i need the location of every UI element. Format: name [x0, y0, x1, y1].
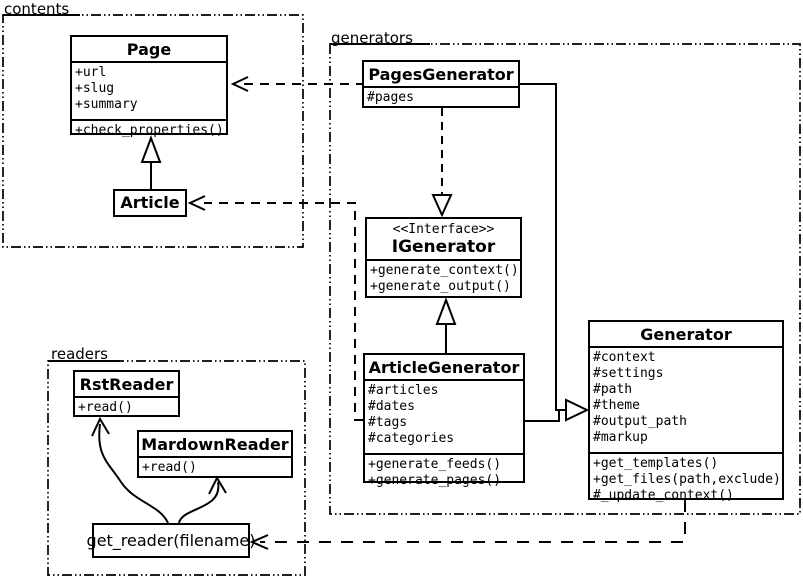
- attribute: #dates: [368, 399, 415, 414]
- function-box-get-reader[interactable]: get_reader(filename): [87, 523, 255, 558]
- package-label-readers: readers: [51, 345, 108, 363]
- attribute: #categories: [368, 431, 455, 446]
- class-generator[interactable]: Generator #context#settings#path#theme#o…: [588, 320, 784, 503]
- attribute: +url: [75, 65, 107, 80]
- class-title: Generator: [640, 325, 732, 344]
- attribute: +slug: [75, 81, 115, 96]
- method: #_update_context(): [593, 488, 734, 503]
- attribute: #context: [593, 350, 656, 365]
- stereotype: <<Interface>>: [392, 222, 495, 237]
- attributes-section: +url+slug+summary: [72, 61, 226, 119]
- class-pagesgenerator[interactable]: PagesGenerator #pages: [362, 60, 520, 108]
- methods-section: +read(): [139, 456, 291, 478]
- class-title: Article: [120, 193, 180, 212]
- methods-section: +read(): [75, 396, 178, 418]
- package-label-generators: generators: [331, 29, 413, 47]
- function-label: get_reader(filename): [86, 531, 256, 550]
- methods-section: +check_properties(): [72, 119, 226, 141]
- generalization-arrowhead-generator: [565, 398, 590, 422]
- class-title: PagesGenerator: [368, 65, 514, 84]
- attribute: #theme: [593, 398, 640, 413]
- class-rstreader[interactable]: RstReader +read(): [73, 370, 180, 417]
- method: +read(): [78, 400, 133, 415]
- dependency-arrowhead-page: [230, 76, 249, 92]
- method: +generate_output(): [370, 279, 511, 294]
- class-igenerator[interactable]: <<Interface>> IGenerator +generate_conte…: [365, 217, 522, 298]
- class-title: ArticleGenerator: [368, 358, 520, 377]
- method: +get_templates(): [593, 456, 719, 471]
- methods-section: +get_templates()+get_files(path,exclude)…: [590, 452, 782, 506]
- attribute: #tags: [368, 415, 408, 430]
- edge-getreader-to-mardownreader: [178, 481, 220, 524]
- method: +get_files(path,exclude): [593, 472, 781, 487]
- attributes-section: #context#settings#path#theme#output_path…: [590, 346, 782, 452]
- attribute: #pages: [367, 90, 414, 105]
- edge-articlegenerator-to-article: [204, 202, 363, 421]
- arrowhead-mardownreader: [208, 475, 227, 495]
- class-articlegenerator[interactable]: ArticleGenerator #articles#dates#tags#ca…: [363, 353, 525, 488]
- class-title: IGenerator: [391, 237, 496, 257]
- class-title: Page: [126, 40, 172, 59]
- method: +generate_context(): [370, 263, 519, 278]
- package-label-contents: contents: [4, 0, 70, 18]
- methods-section: +generate_feeds()+generate_pages(): [365, 453, 523, 491]
- class-page[interactable]: Page +url+slug+summary +check_properties…: [70, 35, 228, 138]
- method: +generate_feeds(): [368, 457, 502, 472]
- edge-generator-to-getreader: [260, 500, 686, 543]
- method: +read(): [142, 460, 197, 475]
- attribute: #output_path: [593, 414, 687, 429]
- dependency-arrowhead-article: [187, 195, 206, 211]
- attributes-section: #articles#dates#tags#categories: [365, 379, 523, 453]
- attribute: #markup: [593, 430, 648, 445]
- attribute: #path: [593, 382, 633, 397]
- methods-section: +generate_context()+generate_output(): [367, 259, 520, 297]
- class-article[interactable]: Article: [113, 189, 187, 217]
- method: +generate_pages(): [368, 473, 502, 488]
- generalization-arrowhead-page: [140, 135, 162, 163]
- generalization-arrowhead-igenerator: [435, 297, 457, 325]
- edge-articlegenerator-to-generator: [525, 410, 560, 422]
- class-title: MardownReader: [141, 435, 289, 454]
- arrowhead-rstreader: [91, 416, 110, 437]
- attribute: #articles: [368, 383, 439, 398]
- class-title: RstReader: [79, 375, 174, 394]
- realization-arrowhead-igenerator: [431, 194, 453, 218]
- attribute: #settings: [593, 366, 664, 381]
- edge-pagesgenerator-to-generator: [520, 83, 566, 411]
- attributes-section: #pages: [364, 86, 518, 108]
- attribute: +summary: [75, 97, 138, 112]
- class-mardownreader[interactable]: MardownReader +read(): [137, 430, 293, 478]
- method: +check_properties(): [75, 123, 224, 138]
